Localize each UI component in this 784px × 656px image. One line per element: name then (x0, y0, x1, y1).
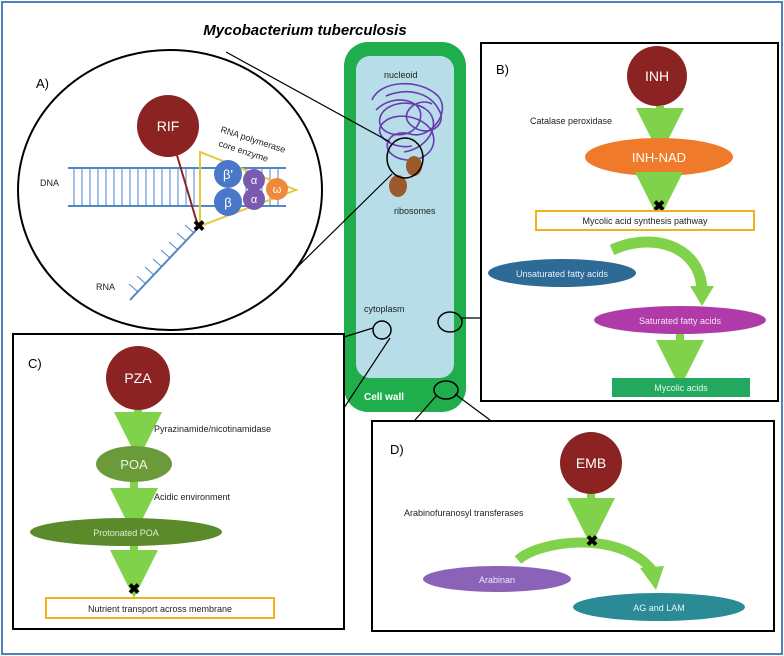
arabinofuranosyl-label: Arabinofuranosyl transferases (404, 508, 524, 518)
protonated-poa-label: Protonated POA (93, 528, 159, 538)
ribosomes-label: ribosomes (394, 206, 436, 216)
unsaturated-node (488, 259, 636, 287)
pathway-box (535, 210, 755, 231)
protonated-poa-node (30, 518, 222, 546)
panel-c: C) PZA Pyrazinamide/nicotinamidase POA A… (12, 333, 345, 630)
cytoplasm-label: cytoplasm (364, 304, 405, 314)
panel-b: B) INH Catalase peroxidase INH-NAD ✖ Myc… (480, 42, 779, 402)
pza-drug (106, 346, 170, 410)
cytoplasm-area (356, 56, 454, 378)
alpha-label-1: α (251, 175, 258, 187)
poa-node (96, 446, 172, 482)
page-title: Mycobacterium tuberculosis (203, 22, 406, 39)
zoom-circle-c (372, 320, 392, 340)
panel-c-box (12, 333, 345, 630)
nucleoid-dna-tangle (371, 82, 444, 161)
unsaturated-label: Unsaturated fatty acids (516, 269, 609, 279)
alpha-subunit-1 (243, 169, 265, 191)
beta-subunit (214, 188, 242, 216)
ribosome-1 (389, 175, 407, 197)
rif-drug (137, 95, 199, 157)
arabinan-label: Arabinan (479, 575, 515, 585)
saturated-label: Saturated fatty acids (639, 316, 722, 326)
emb-label: EMB (576, 455, 606, 471)
nutrient-transport-label: Nutrient transport across membrane (88, 604, 232, 614)
cell-wall-label: Cell wall (364, 392, 404, 403)
rna-strand (128, 224, 201, 301)
beta-prime-subunit (214, 160, 242, 188)
inh-drug (627, 46, 687, 106)
curved-arrow-b (609, 236, 708, 291)
mycolic-acids-label: Mycolic acids (654, 383, 708, 393)
panel-b-label: B) (496, 62, 509, 77)
acidic-label: Acidic environment (154, 492, 231, 502)
block-x-icon-d: ✖ (586, 533, 599, 550)
arabinan-node (423, 566, 571, 592)
panel-a: A) DNA RNA RNA polymerase core enzyme β'… (17, 49, 323, 331)
rna-label: RNA (96, 282, 115, 292)
pza-label: PZA (124, 370, 152, 386)
block-x-icon-c: ✖ (128, 581, 141, 598)
panel-c-label: C) (28, 356, 42, 371)
bacterium-cell: nucleoid ribosomes cytoplasm Cell wall (344, 42, 466, 412)
connector-lines (225, 51, 491, 421)
panel-d: D) EMB Arabinofuranosyl transferases ✖ A… (371, 420, 775, 632)
curved-arrow-d-head (640, 566, 664, 590)
ag-lam-node (573, 593, 745, 621)
panel-a-label: A) (36, 76, 49, 91)
inh-label: INH (645, 68, 669, 84)
zoom-circle-d (433, 380, 459, 400)
beta-label: β (224, 195, 231, 210)
rif-tether (175, 151, 199, 227)
saturated-node (594, 306, 766, 334)
inh-nad-label: INH-NAD (632, 150, 686, 165)
pathway-label: Mycolic acid synthesis pathway (582, 216, 708, 226)
zoom-circle-a (386, 137, 424, 179)
omega-label: ω (273, 184, 282, 196)
ribosome-2 (406, 156, 422, 176)
alpha-label-2: α (251, 194, 258, 206)
panel-d-label: D) (390, 442, 404, 457)
ag-lam-label: AG and LAM (633, 603, 685, 613)
alpha-subunit-2 (243, 188, 265, 210)
nucleoid-label: nucleoid (384, 70, 418, 80)
inh-nad-node (585, 138, 733, 176)
rif-label: RIF (157, 118, 180, 134)
nutrient-transport-box (45, 597, 275, 619)
catalase-label: Catalase peroxidase (530, 116, 612, 126)
emb-drug (560, 432, 622, 494)
zoom-circle-b (437, 311, 463, 333)
poa-label: POA (120, 457, 148, 472)
omega-subunit (266, 178, 288, 200)
curved-arrow-d (514, 537, 656, 574)
beta-prime-label: β' (223, 167, 233, 182)
mycolic-acids-box (612, 378, 750, 397)
block-x-icon-a: ✖ (193, 218, 206, 235)
dna-label: DNA (40, 178, 59, 188)
curved-arrow-b-head (690, 286, 714, 306)
pyrazinamidase-label: Pyrazinamide/nicotinamidase (154, 424, 271, 434)
